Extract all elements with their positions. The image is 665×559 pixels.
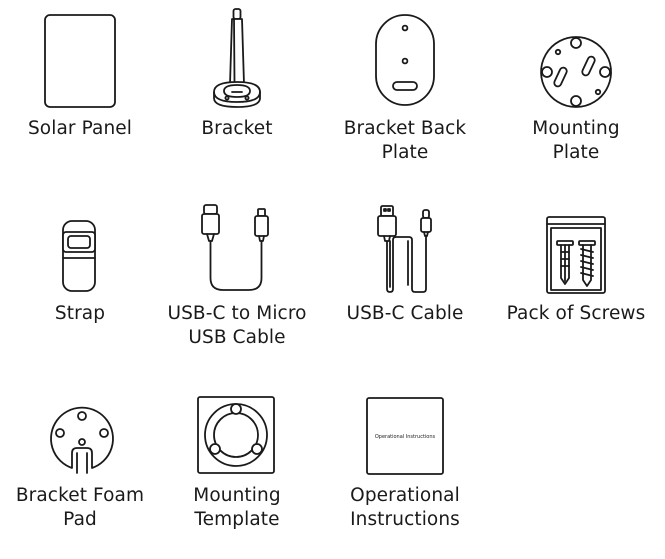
solar-panel-icon: [44, 14, 116, 108]
bracket-icon: [211, 8, 263, 108]
usb-c-cable-icon: [377, 205, 437, 293]
item-label: USB-C to Micro USB Cable: [167, 303, 307, 348]
mounting-plate-icon: [540, 36, 612, 108]
item-label: Operational Instructions: [350, 485, 460, 530]
item-label: Bracket: [201, 118, 273, 139]
foam-pad-icon: [49, 406, 115, 474]
mounting-template-icon: [197, 396, 275, 474]
item-label: Bracket Foam Pad: [15, 485, 145, 530]
bracket-back-plate-icon: [375, 14, 435, 106]
item-label: USB-C Cable: [346, 303, 464, 324]
booklet-cover-text: Operational Instructions: [375, 434, 436, 440]
item-label: Pack of Screws: [506, 303, 646, 324]
item-label: Strap: [54, 303, 106, 324]
item-label: Mounting Plate: [532, 118, 620, 163]
strap-icon: [62, 220, 96, 292]
usb-c-micro-cable-icon: [201, 204, 273, 292]
item-label: Solar Panel: [27, 118, 133, 139]
screw-pack-icon: [546, 216, 606, 294]
item-label: Mounting Template: [193, 485, 281, 530]
item-label: Bracket Back Plate: [343, 118, 467, 163]
instructions-booklet-icon: Operational Instructions: [366, 397, 444, 475]
